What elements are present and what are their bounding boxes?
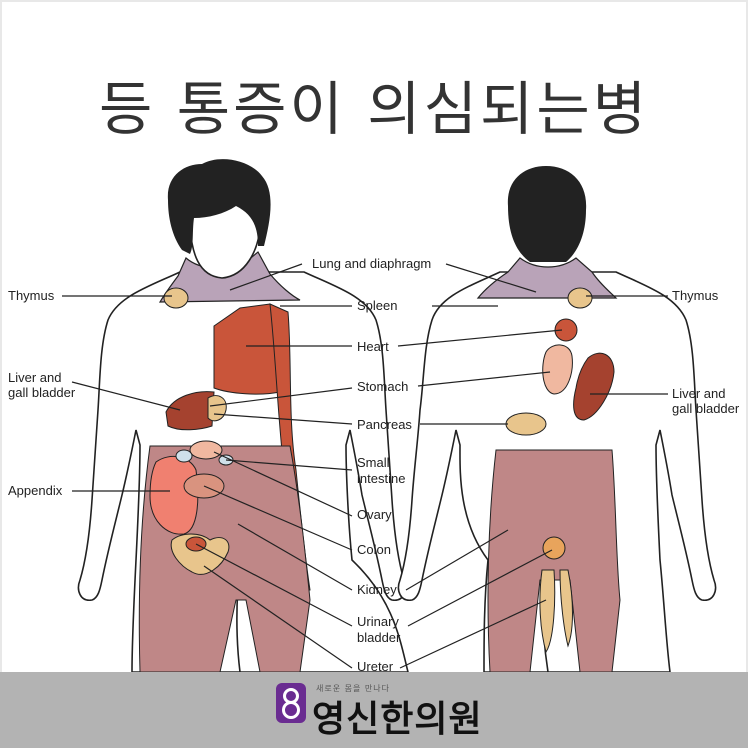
footer-slogan: 새로운 몸을 만나다	[316, 684, 390, 693]
label-small-1: Small	[357, 455, 390, 470]
label-liver-left-1: Liver and	[8, 370, 61, 385]
label-liver-right-1: Liver and	[672, 386, 725, 401]
label-heart: Heart	[357, 339, 389, 354]
back-stomach-organ	[542, 344, 573, 395]
label-ureter: Ureter	[357, 659, 394, 672]
label-text: Thymus Liver and gall bladder Appendix L…	[8, 256, 740, 672]
front-liver-organ	[165, 391, 215, 431]
label-urinary-2: bladder	[357, 630, 401, 645]
label-colon: Colon	[357, 542, 391, 557]
label-stomach: Stomach	[357, 379, 408, 394]
footer-brand: 영신한의원	[312, 699, 483, 740]
back-head	[507, 166, 587, 262]
back-pancreas-organ	[505, 412, 547, 436]
back-neck	[476, 257, 618, 299]
label-thymus-left: Thymus	[8, 288, 55, 303]
label-small-2: intestine	[357, 471, 405, 486]
leader-lines	[62, 263, 668, 669]
back-kidney-organ	[542, 536, 566, 560]
figure-eight-logo-icon	[276, 683, 306, 723]
label-pancreas: Pancreas	[357, 417, 412, 432]
front-hair	[167, 159, 271, 254]
label-liver-left-2: gall bladder	[8, 385, 76, 400]
back-ureter-organ	[539, 569, 556, 654]
label-urinary-1: Urinary	[357, 614, 399, 629]
front-small-intestine-organ	[189, 440, 223, 460]
front-appendix-organ	[149, 455, 199, 535]
back-ureter-organ-2	[559, 569, 573, 648]
body-diagram: Thymus Liver and gall bladder Appendix L…	[8, 159, 740, 672]
page-title: 등 통증이 의심되는병	[98, 75, 650, 143]
footer-bar	[0, 672, 748, 748]
back-thymus-organ	[567, 287, 593, 309]
label-appendix: Appendix	[8, 483, 63, 498]
label-kidney: Kidney	[357, 582, 397, 597]
label-ovary: Ovary	[357, 507, 392, 522]
back-liver-organ	[573, 352, 615, 421]
front-ovary-left	[175, 449, 193, 463]
label-liver-right-2: gall bladder	[672, 401, 740, 416]
front-thymus-organ	[163, 287, 189, 309]
label-thymus-right: Thymus	[672, 288, 719, 303]
back-heart-organ	[554, 318, 578, 342]
label-spleen: Spleen	[357, 298, 397, 313]
label-lung: Lung and diaphragm	[312, 256, 431, 271]
